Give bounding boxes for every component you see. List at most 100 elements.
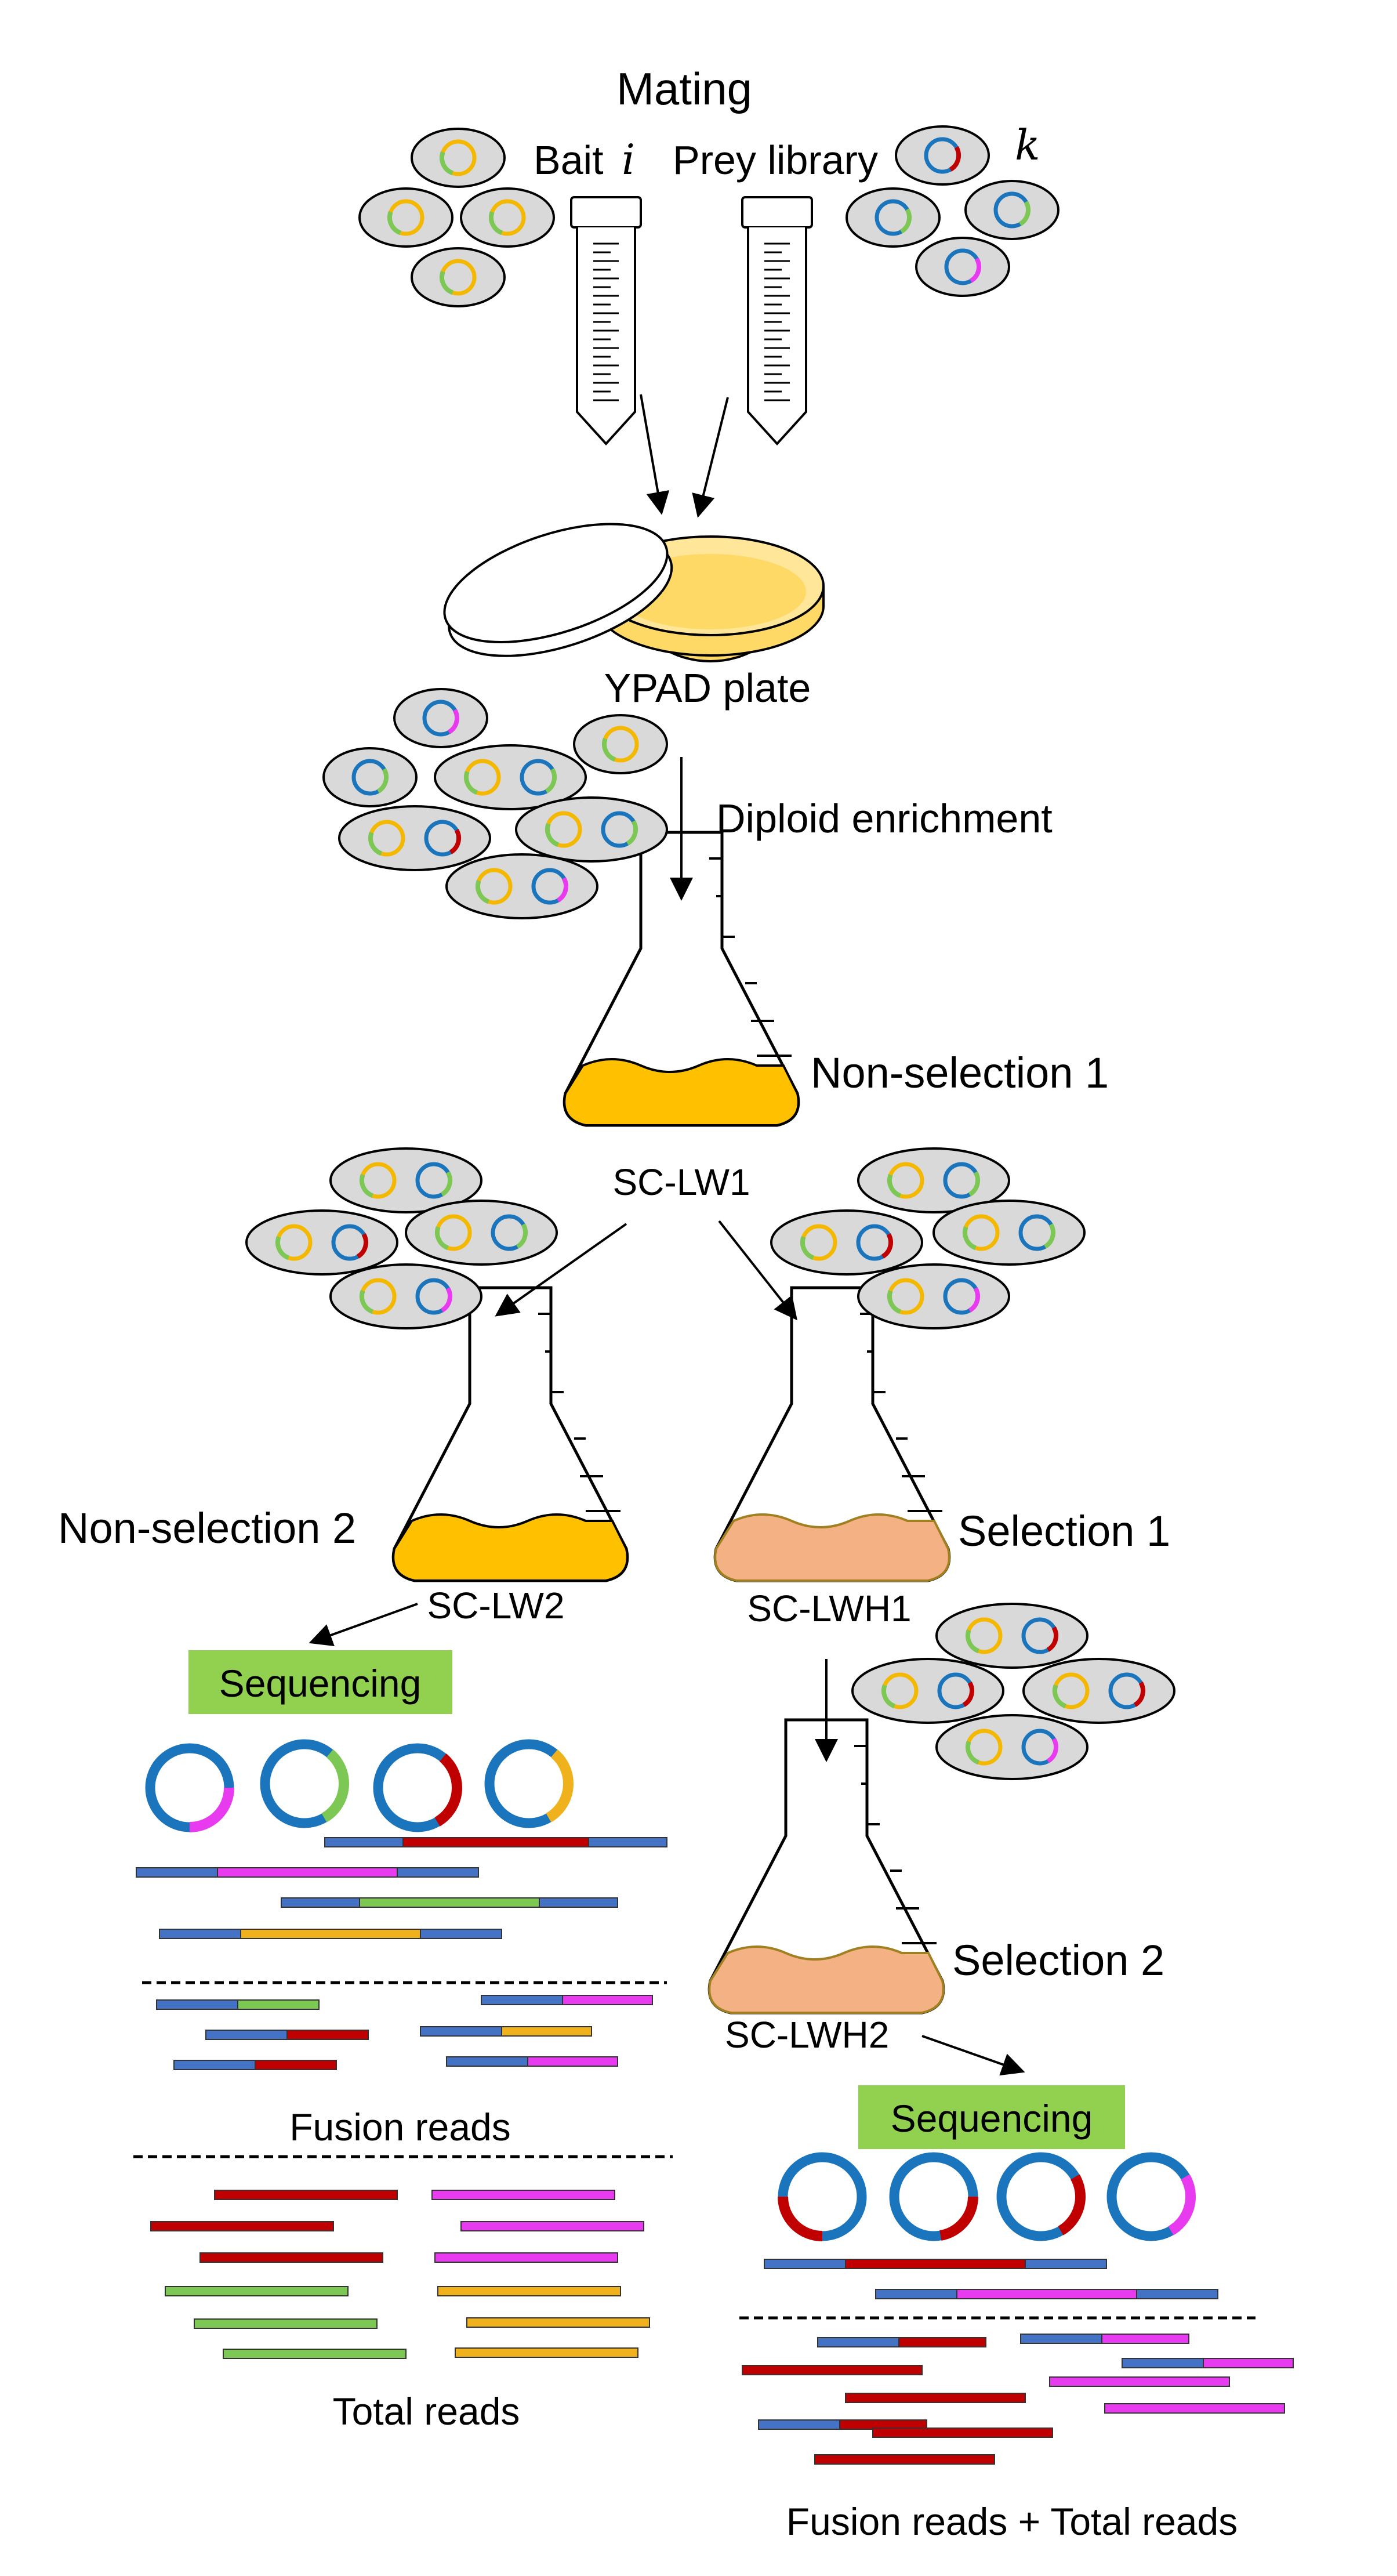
prey-library-culture-tube-icon	[741, 196, 813, 445]
read-separators	[133, 1981, 1256, 2320]
sequencing-read-icon	[742, 2365, 923, 2375]
selection-2-label: Selection 2	[952, 1936, 1164, 1984]
sequencing-read-icon	[817, 2337, 986, 2347]
bait-plasmid-icon	[360, 1162, 397, 1199]
bait-plasmid-icon	[435, 1214, 472, 1251]
sequencing-box-left: Sequencing	[188, 1650, 452, 1714]
bait-plasmid-icon	[966, 1729, 1003, 1766]
yeast-cell-icon	[245, 1209, 398, 1276]
sequencing-read-icon	[431, 2190, 615, 2200]
bait-plasmid-icon	[1053, 1672, 1090, 1709]
yeast-cell-icon	[411, 247, 506, 307]
sequenced-plasmid-icon	[889, 2152, 978, 2241]
prey-plasmid-icon	[424, 820, 461, 857]
sequencing-read-icon	[1049, 2376, 1230, 2387]
yeast-cell-icon	[935, 1714, 1088, 1780]
diploid-enrichment-label: Diploid enrichment	[716, 796, 1053, 841]
arrow-to-left-sequencing	[309, 1603, 418, 1646]
total-reads-label: Total reads	[333, 2390, 520, 2433]
yeast-cell-icon	[895, 125, 990, 186]
ypad-petri-dish-icon	[443, 523, 825, 662]
prey-plasmid-icon	[937, 1672, 974, 1709]
workflow-arrows	[309, 394, 1025, 2076]
prey-plasmid-icon	[856, 1224, 893, 1261]
prey-plasmid-icon	[520, 759, 557, 796]
sequencing-read-icon	[165, 2286, 349, 2296]
bait-plasmid-icon	[368, 820, 405, 857]
sc-lw2-label: SC-LW2	[427, 1585, 564, 1626]
bait-index-label: i	[622, 135, 635, 184]
prey-plasmid-icon	[875, 199, 912, 236]
sequencing-read-icon	[434, 2252, 618, 2263]
sequencing-read-icon	[1122, 2358, 1294, 2368]
arrow-to-non-selection-2	[495, 1223, 627, 1317]
sequencing-read-icon	[194, 2318, 378, 2329]
bait-plasmid-icon	[440, 139, 477, 176]
sequencing-read-icon	[875, 2289, 1218, 2299]
bait-plasmid-icon	[360, 1278, 397, 1315]
sc-lwh1-label: SC-LWH1	[747, 1588, 911, 1629]
yeast-cell-icon	[915, 237, 1010, 297]
sequenced-plasmid-icon	[145, 1743, 234, 1832]
sequencing-read-icon	[223, 2349, 407, 2359]
prey-plasmid-icon	[943, 1162, 980, 1199]
yeast-cell-icon	[434, 744, 587, 810]
sequencing-read-icon	[845, 2393, 1026, 2403]
sequencing-read-icon	[136, 1867, 479, 1878]
bait-plasmid-icon	[602, 726, 639, 763]
yeast-cell-icon	[964, 180, 1059, 240]
sequencing-left-label: Sequencing	[219, 1662, 422, 1705]
selection-1-flask-icon	[713, 1286, 951, 1582]
sequencing-read-icon	[1104, 2403, 1285, 2414]
sequenced-plasmid-icon	[996, 2152, 1086, 2241]
sequenced-plasmid-icon	[373, 1743, 462, 1832]
sequencing-read-icon	[214, 2190, 398, 2200]
sequencing-read-icon	[872, 2428, 1053, 2438]
sequencing-read-icon	[159, 1929, 502, 1939]
yeast-cell-icon	[1022, 1658, 1175, 1724]
bait-plasmid-icon	[966, 1617, 1003, 1654]
prey-library-label: Prey library	[673, 137, 878, 183]
sequencing-read-icon	[455, 2347, 638, 2358]
prey-plasmid-icon	[351, 759, 389, 796]
sequencing-read-icon	[324, 1837, 667, 1847]
yeast-cell-icon	[405, 1200, 558, 1266]
bait-culture-tube-icon	[570, 196, 642, 445]
yeast-cell-icon	[573, 714, 668, 774]
sequencing-read-icon	[466, 2317, 650, 2328]
yeast-cell-icon	[857, 1263, 1010, 1329]
prey-plasmid-icon	[491, 1214, 528, 1251]
sequencing-reads-group	[136, 1837, 1294, 2465]
non-selection-1-flask-icon	[563, 831, 800, 1127]
non-selection-1-label: Non-selection 1	[811, 1049, 1109, 1097]
sequencing-box-right: Sequencing	[858, 2085, 1125, 2149]
yeast-cell-icon	[857, 1147, 1010, 1213]
sequencing-read-icon	[758, 2419, 927, 2430]
yeast-cell-icon	[515, 796, 668, 863]
prey-plasmid-icon	[415, 1278, 452, 1315]
sequencing-read-icon	[150, 2221, 334, 2231]
arrow-to-right-sequencing	[921, 2035, 1025, 2076]
yeast-cell-icon	[322, 747, 418, 807]
arrow-bait-to-plate	[640, 394, 670, 515]
bait-plasmid-icon	[489, 199, 526, 236]
bait-plasmid-icon	[545, 811, 582, 848]
bait-label: Bait	[534, 137, 604, 183]
yeast-cell-icon	[393, 688, 488, 748]
sequencing-read-icon	[420, 2026, 592, 2037]
yeast-cell-icon	[445, 853, 598, 919]
yeast-cell-icon	[932, 1200, 1086, 1266]
prey-plasmid-icon	[601, 811, 638, 848]
sequencing-read-icon	[764, 2259, 1107, 2269]
sequenced-plasmid-icon	[260, 1739, 349, 1828]
prey-index-label: k	[1015, 121, 1040, 169]
mating-title: Mating	[616, 63, 752, 114]
prey-plasmid-icon	[422, 700, 459, 737]
sequencing-right-label: Sequencing	[891, 2097, 1093, 2140]
arrow-prey-to-plate	[692, 397, 729, 518]
sequencing-read-icon	[1020, 2334, 1189, 2344]
prey-plasmid-icon	[331, 1224, 368, 1261]
selection-1-label: Selection 1	[958, 1507, 1170, 1555]
bait-plasmid-icon	[881, 1672, 919, 1709]
bait-plasmid-icon	[464, 759, 501, 796]
